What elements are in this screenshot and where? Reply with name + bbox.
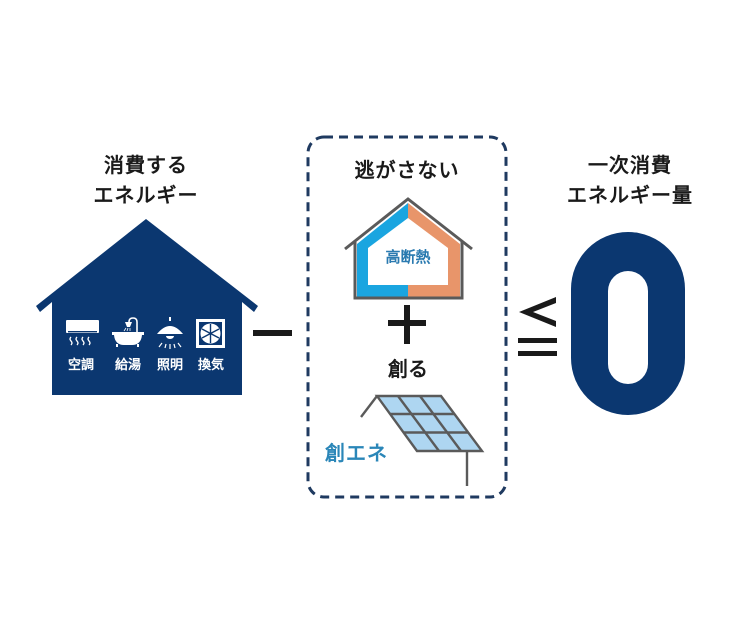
bathtub-shower-icon — [112, 317, 144, 347]
energy-creation-label: 創エネ — [325, 441, 388, 465]
hot-water-label: 給湯 — [114, 358, 141, 373]
consumed-energy-title-line1: 消費する — [104, 153, 188, 177]
create-label: 創る — [388, 357, 428, 381]
energy-saving-dashed-frame — [306, 135, 508, 499]
do-not-lose-title: 逃がさない — [354, 158, 460, 182]
ventilation-label: 換気 — [197, 358, 224, 373]
minus-operator — [253, 330, 292, 336]
zero-value-graphic — [571, 232, 685, 415]
primary-energy-title-line1: 一次消費 — [588, 153, 672, 177]
lighting-label: 照明 — [156, 358, 183, 373]
primary-energy-title: 一次消費 エネルギー量 — [548, 150, 712, 210]
plus-operator — [388, 305, 426, 344]
high-insulation-label: 高断熱 — [385, 248, 431, 266]
consumed-energy-house — [36, 219, 258, 395]
ventilation-fan-icon — [196, 319, 225, 348]
air-conditioner-icon — [66, 320, 99, 346]
consumed-energy-title-line2: エネルギー — [93, 183, 199, 207]
insulated-house-icon — [344, 197, 473, 300]
ceiling-lamp-icon — [157, 317, 183, 349]
consumed-energy-title: 消費する エネルギー — [60, 150, 232, 210]
less-than-or-equal-operator — [518, 297, 557, 356]
primary-energy-title-line2: エネルギー量 — [567, 183, 693, 207]
air-conditioning-label: 空調 — [67, 358, 94, 373]
solar-panel-icon — [360, 394, 485, 486]
